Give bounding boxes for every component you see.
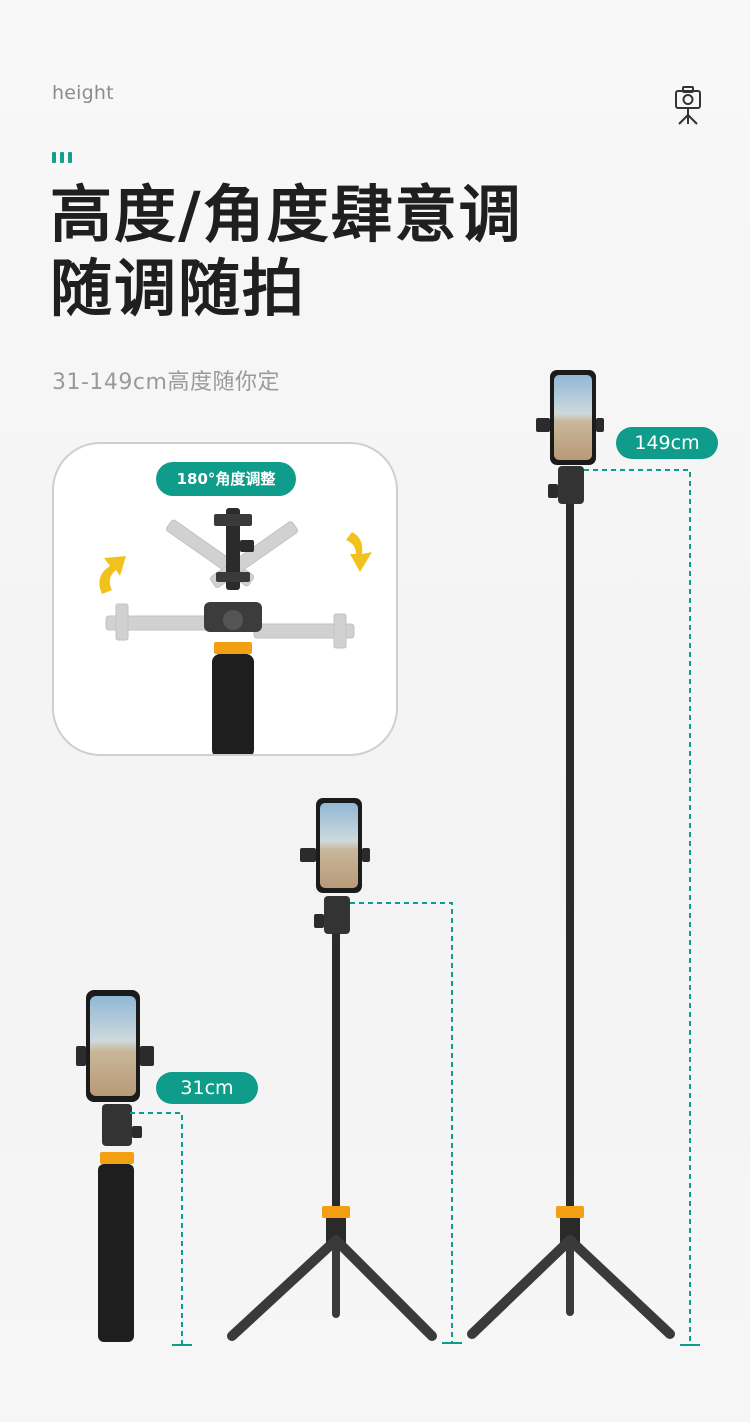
headline-line-1: 高度/角度肆意调 [50,178,523,251]
angle-label-pill: 180°角度调整 [156,462,296,496]
camera-tripod-icon [675,86,701,125]
tripod-short [76,990,192,1346]
min-height-tag: 31cm [156,1072,258,1104]
tripod-tall [467,370,700,1346]
tripod-medium [227,798,462,1344]
rotate-left-arrow-icon [99,556,126,594]
accent-bars [52,152,72,163]
headline: 高度/角度肆意调 随调随拍 [50,178,523,326]
rotate-right-arrow-icon [346,532,372,572]
section-eyebrow: height [52,82,114,104]
height-range-subtitle: 31-149cm高度随你定 [52,370,280,395]
angle-adjust-panel: 180°角度调整 [52,442,398,756]
max-height-tag: 149cm [616,427,718,459]
rotating-head-illustration [99,508,372,754]
headline-line-2: 随调随拍 [50,252,307,325]
